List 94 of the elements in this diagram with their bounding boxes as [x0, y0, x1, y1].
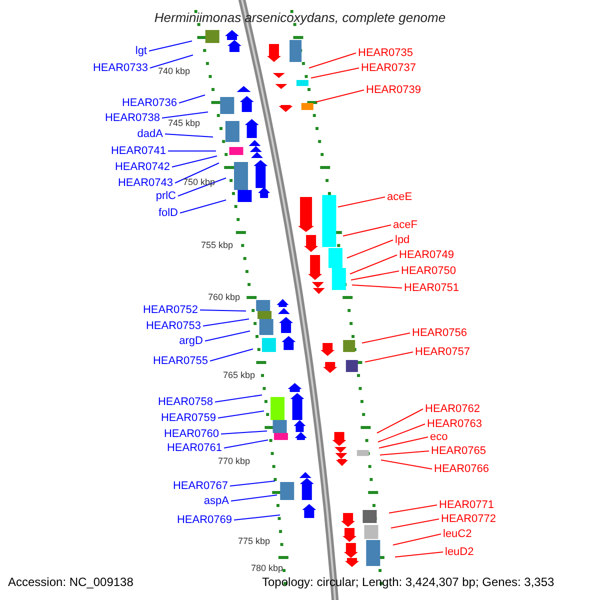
- leader-line: [180, 200, 226, 214]
- leader-line: [204, 330, 250, 342]
- leader-line: [378, 436, 428, 448]
- gene-label: HEAR0759: [160, 411, 216, 425]
- leader-line: [316, 90, 364, 102]
- gene-label: HEAR0733: [92, 61, 148, 75]
- gene-label: leuD2: [445, 545, 474, 559]
- gene-label: lgt: [135, 44, 147, 58]
- gene-label: HEAR0743: [118, 176, 173, 190]
- leader-line: [350, 254, 398, 274]
- leader-line: [342, 224, 392, 236]
- leader-line: [168, 150, 216, 152]
- leader-line: [310, 68, 360, 78]
- gene-label: leuC2: [443, 527, 472, 541]
- gene-label: HEAR0763: [427, 417, 482, 431]
- scale-tick-label: 745 kbp: [168, 118, 200, 128]
- gene-label: HEAR0756: [412, 326, 468, 340]
- leader-line: [230, 494, 278, 502]
- gene-label: HEAR0749: [399, 248, 454, 262]
- gene-label: HEAR0755: [152, 354, 208, 368]
- leader-line: [346, 240, 394, 258]
- leader-line: [392, 534, 442, 546]
- gene-label: prlC: [156, 189, 176, 203]
- gene-label: HEAR0767: [172, 479, 228, 493]
- gene-label: aceF: [393, 218, 418, 232]
- leader-line: [308, 52, 356, 68]
- scale-tick-label: 765 kbp: [222, 370, 255, 380]
- leader-line: [150, 54, 194, 68]
- leader-line: [178, 94, 206, 104]
- leader-line: [214, 394, 262, 402]
- leader-line: [220, 430, 268, 434]
- leader-line: [388, 504, 438, 514]
- gene-label: HEAR0735: [358, 46, 414, 60]
- gene-label: HEAR0741: [110, 144, 166, 158]
- gene-label: HEAR0761: [166, 441, 222, 455]
- leader-line: [230, 480, 276, 486]
- leader-line: [376, 408, 424, 434]
- gene-label: HEAR0742: [114, 160, 170, 174]
- gene-label: HEAR0762: [425, 402, 480, 416]
- gene-label: HEAR0736: [122, 96, 177, 110]
- gene-label: HEAR0738: [104, 111, 160, 125]
- gene-label: HEAR0772: [441, 512, 496, 526]
- leader-line: [350, 270, 400, 280]
- genome-info-text: Accession: NC_009138: [8, 575, 134, 589]
- gene-label: HEAR0771: [439, 498, 494, 512]
- leader-line: [218, 410, 264, 418]
- gene-label: HEAR0757: [415, 345, 470, 359]
- gene-label: HEAR0760: [164, 427, 219, 441]
- leader-line: [164, 134, 214, 138]
- gene-label: HEAR0737: [361, 61, 416, 75]
- leader-line: [394, 552, 444, 558]
- gene-label: HEAR0751: [404, 281, 460, 295]
- gene-label: HEAR0766: [434, 462, 490, 476]
- leader-line: [174, 162, 220, 184]
- leader-line: [202, 318, 250, 326]
- leader-line: [352, 284, 402, 288]
- gene-label: HEAR0769: [176, 513, 232, 527]
- scale-tick-label: 780 kbp: [250, 563, 283, 573]
- scale-tick-label: 770 kbp: [218, 456, 250, 466]
- leader-line: [380, 450, 430, 456]
- leader-line: [178, 178, 226, 196]
- gene-label: HEAR0750: [401, 264, 456, 278]
- gene-label: HEAR0765: [431, 444, 486, 458]
- leader-line: [390, 518, 440, 528]
- title: Herminiimonas arsenicoxydans, complete genome: [153, 11, 447, 25]
- leader-line: [380, 460, 432, 470]
- leader-line: [364, 352, 414, 362]
- scale-tick-label: 755 kbp: [200, 240, 233, 250]
- gene-label: lpd: [395, 233, 410, 247]
- gene-label: HEAR0758: [158, 395, 213, 409]
- leader-line: [234, 514, 280, 520]
- genome-info-text: Topology: circular; Length: 3,424,307 bp; Genes: 3,353: [262, 575, 554, 589]
- leader-line: [338, 196, 386, 208]
- scale-tick-label: 750 kbp: [182, 177, 215, 187]
- gene-label: HEAR0752: [142, 303, 198, 317]
- gene-label: folD: [158, 206, 178, 220]
- leader-line: [224, 440, 268, 448]
- leader-line: [172, 156, 218, 168]
- gene-label: eco: [430, 430, 448, 444]
- scale-tick-label: 775 kbp: [238, 536, 270, 546]
- scale-tick-label: 760 kbp: [208, 292, 240, 302]
- leader-line: [200, 310, 246, 312]
- leader-line: [362, 332, 410, 344]
- gene-label: aceE: [387, 190, 412, 204]
- leader-line: [162, 112, 208, 118]
- gene-label: argD: [179, 334, 203, 348]
- gene-label: HEAR0739: [366, 83, 422, 97]
- leader-line: [210, 348, 254, 362]
- gene-label: HEAR0753: [146, 319, 201, 333]
- scale-tick-label: 740 kbp: [158, 66, 190, 76]
- leader-line: [148, 40, 192, 52]
- gene-label: aspA: [204, 494, 229, 508]
- gene-label: dadA: [137, 127, 163, 141]
- leader-line: [378, 424, 426, 442]
